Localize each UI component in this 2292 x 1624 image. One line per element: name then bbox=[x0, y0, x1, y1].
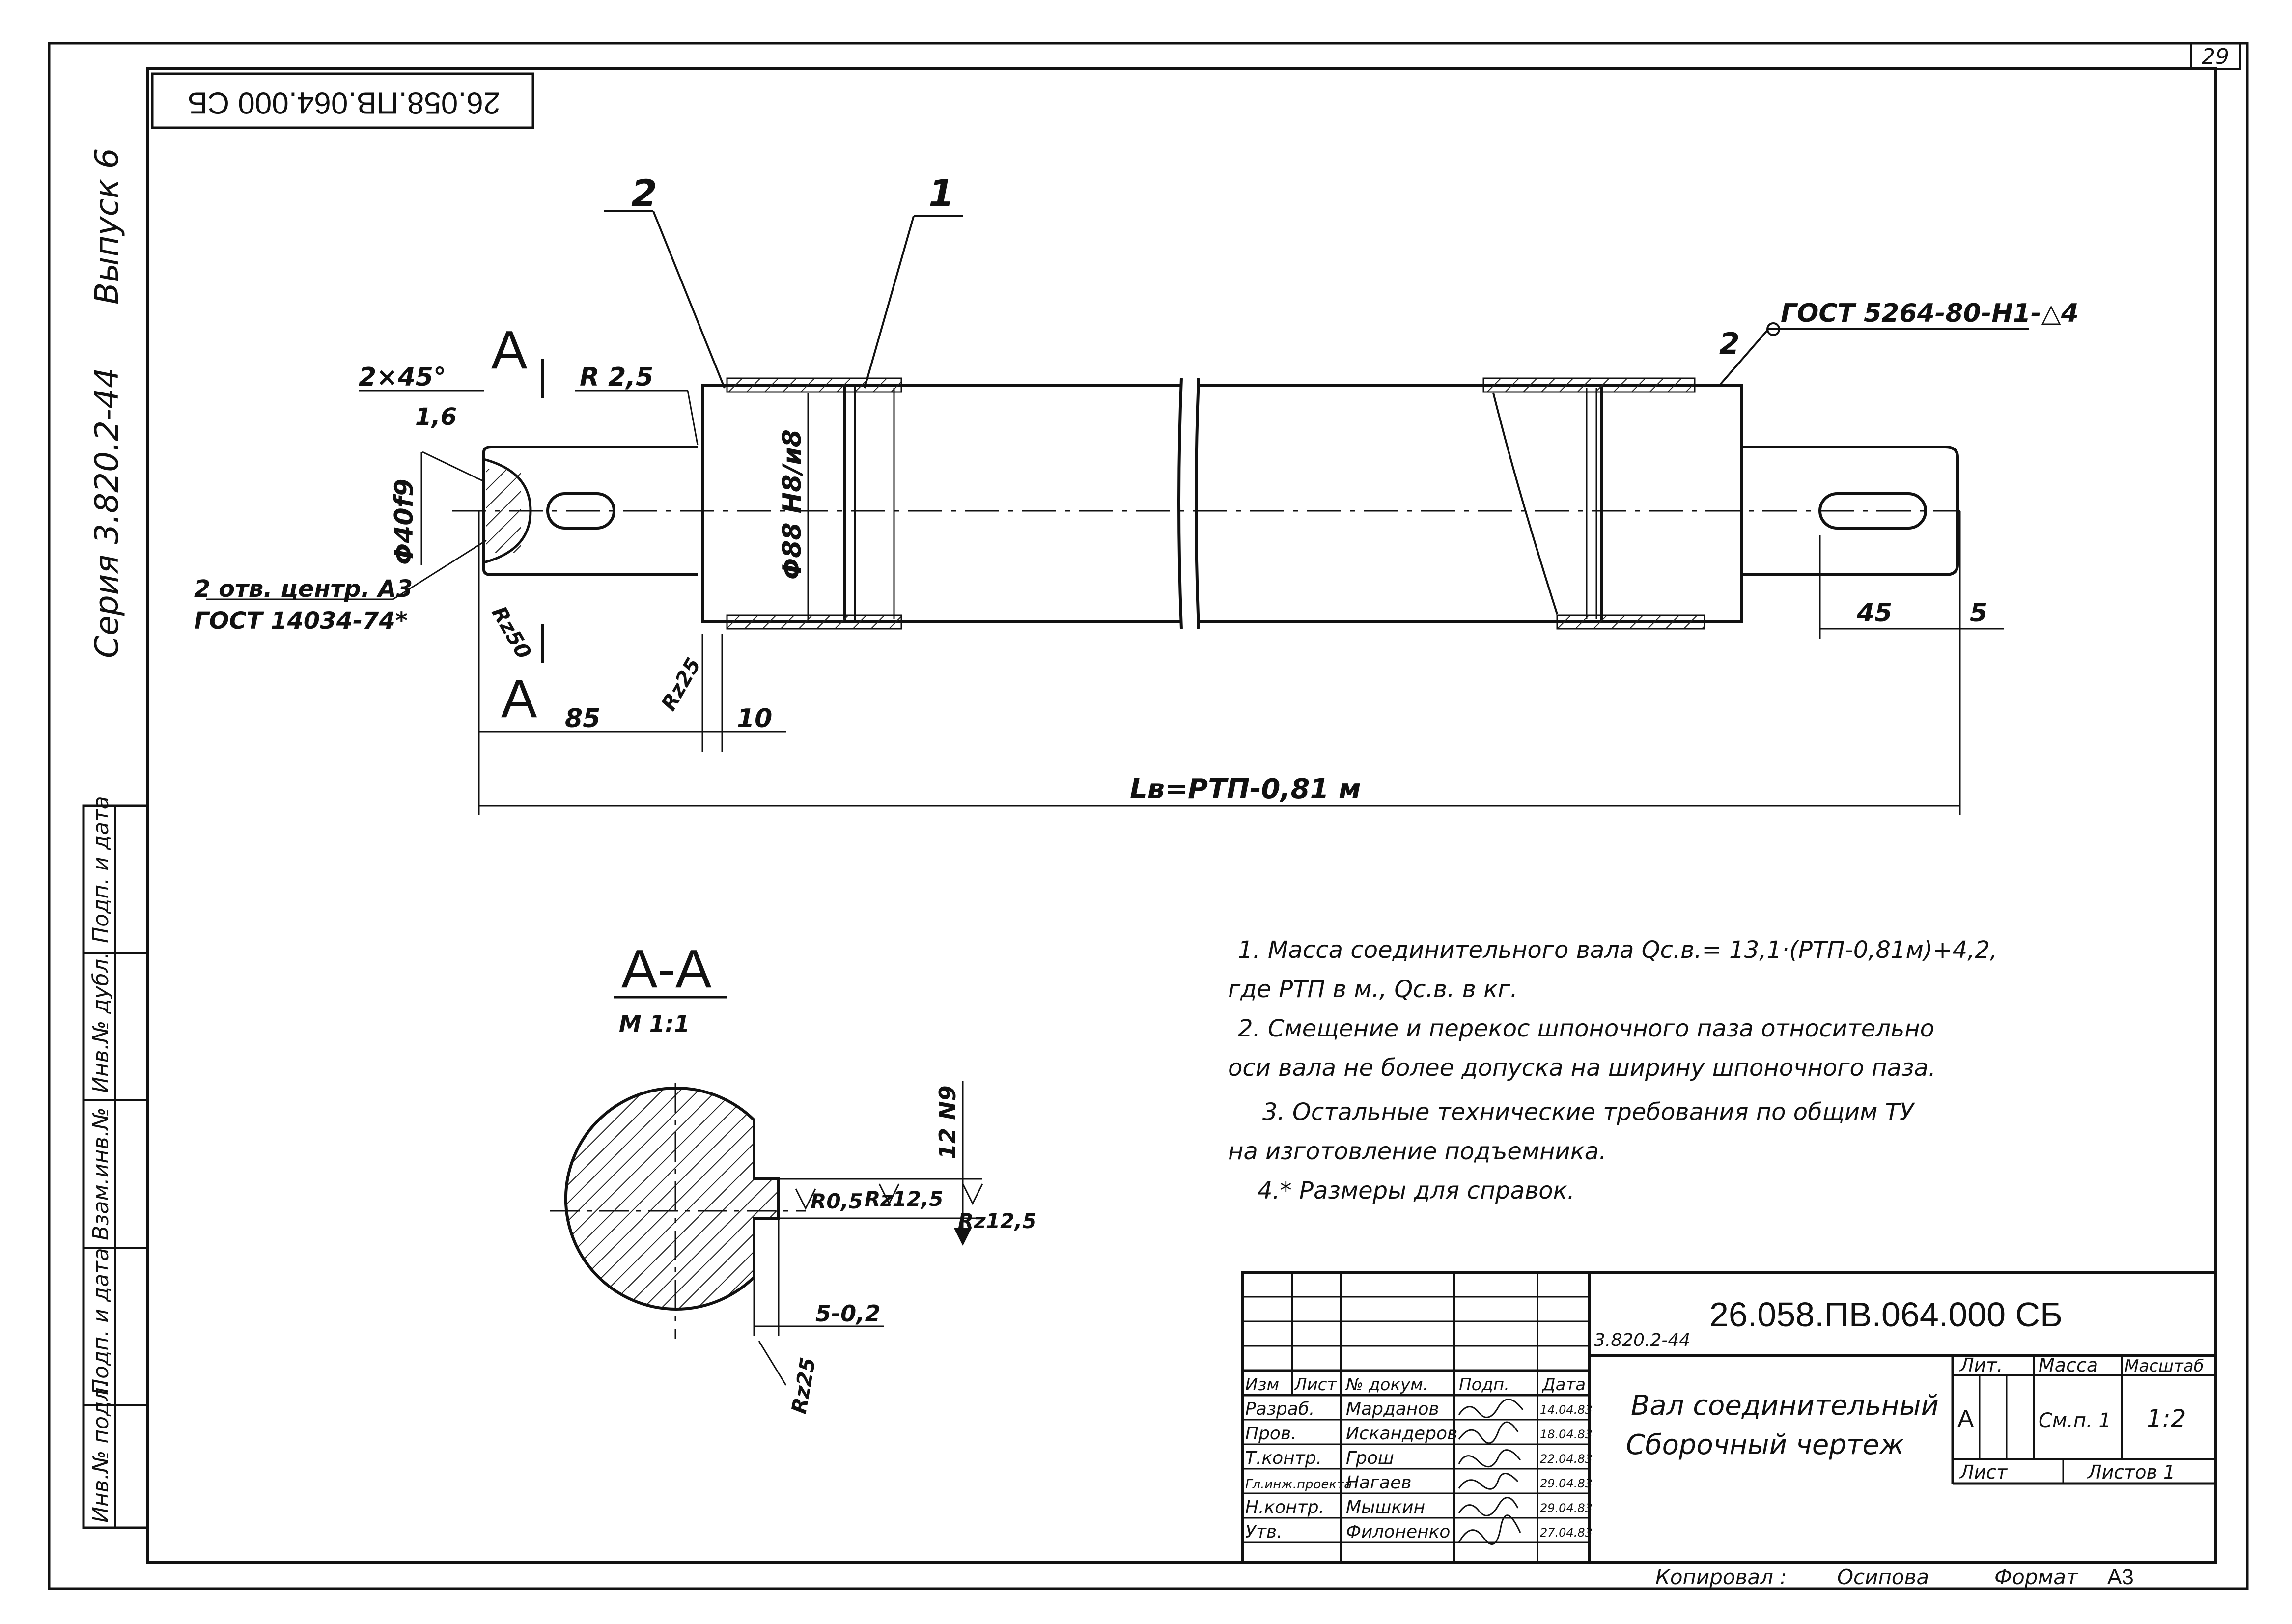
position-1: 1 bbox=[928, 171, 954, 215]
tb-scale-value: 1:2 bbox=[2147, 1404, 2186, 1433]
tb-date-5: 29.04.83 bbox=[1540, 1501, 1593, 1515]
tb-scale-label: Масштаб bbox=[2124, 1356, 2204, 1376]
technical-notes: 1. Масса соединительного вала Qс.в.= 13,… bbox=[1228, 936, 1997, 1204]
weld-spec: ГОСТ 5264-80-Н1-△4 bbox=[1781, 299, 2079, 328]
tb-header-list: Лист bbox=[1293, 1375, 1337, 1395]
dim-roughness-16: 1,6 bbox=[415, 403, 457, 431]
dim-85: 85 bbox=[565, 704, 600, 733]
weld-position: 2 bbox=[1719, 327, 1740, 361]
tb-date-4: 29.04.83 bbox=[1540, 1477, 1593, 1490]
dim-shaft-end-dia: Φ40f9 bbox=[390, 479, 419, 565]
shaft-assembly bbox=[452, 378, 1960, 629]
tb-name-5: Мышкин bbox=[1346, 1497, 1425, 1517]
tb-date-2: 18.04.83 bbox=[1540, 1428, 1593, 1441]
tb-role-2: Пров. bbox=[1245, 1424, 1297, 1444]
title-block bbox=[1241, 1271, 2217, 1564]
dim-radius: R 2,5 bbox=[580, 363, 653, 392]
tb-name-3: Грош bbox=[1346, 1448, 1394, 1468]
margin-field-5: Подп. и дата bbox=[88, 796, 113, 943]
weld-hatching bbox=[726, 377, 1705, 630]
tb-rows: Разраб. Марданов 14.04.83 Пров. Искандер… bbox=[1245, 1399, 1593, 1542]
section-r05: R0,5 bbox=[811, 1189, 863, 1213]
issue-label: Выпуск 6 bbox=[88, 148, 126, 305]
tb-series: 3.820.2-44 bbox=[1594, 1330, 1690, 1350]
tb-name-2: Искандеров bbox=[1346, 1424, 1457, 1444]
page-number: 29 bbox=[2202, 44, 2229, 69]
section-scale: М 1:1 bbox=[619, 1010, 690, 1037]
section-mark-bottom: А bbox=[501, 669, 537, 729]
tb-mass-value: См.п. 1 bbox=[2039, 1409, 2111, 1432]
note-line-7: 4.* Размеры для справок. bbox=[1258, 1177, 1575, 1204]
tb-lit-value: А bbox=[1957, 1405, 1974, 1432]
signature-scribbles bbox=[1458, 1399, 1524, 1545]
dim-45: 45 bbox=[1856, 598, 1892, 628]
tb-header-doc: № докум. bbox=[1345, 1375, 1428, 1395]
margin-field-1: Инв.№ подл. bbox=[88, 1380, 113, 1523]
outer-border bbox=[48, 42, 2249, 1590]
position-2: 2 bbox=[631, 171, 657, 215]
tb-header-izm: Изм bbox=[1245, 1375, 1279, 1395]
dim-center-holes-2: ГОСТ 14034-74* bbox=[194, 607, 408, 635]
dimension-lines bbox=[206, 390, 2004, 815]
tb-name-line-1: Вал соединительный bbox=[1631, 1390, 1939, 1422]
tb-role-6: Утв. bbox=[1245, 1522, 1283, 1542]
note-line-4: оси вала не более допуска на ширину шпон… bbox=[1228, 1054, 1936, 1082]
section-title: А-А bbox=[621, 939, 712, 999]
position-leaders bbox=[604, 210, 2029, 389]
dim-5: 5 bbox=[1970, 598, 1987, 628]
section-mark-top: А bbox=[491, 320, 528, 380]
copied-label: Копировал : bbox=[1655, 1565, 1787, 1589]
tb-date-3: 22.04.83 bbox=[1540, 1452, 1593, 1466]
left-stamp-column: Подп. и дата Инв.№ дубл. Взам.инв.№ Подп… bbox=[82, 796, 149, 1529]
tb-role-1: Разраб. bbox=[1245, 1399, 1314, 1419]
note-line-6: на изготовление подъемника. bbox=[1228, 1138, 1606, 1165]
dim-body-dia: Φ88 H8/и8 bbox=[778, 429, 807, 580]
note-line-2: где РТП в м., Qс.в. в кг. bbox=[1228, 976, 1518, 1003]
tb-sheets-label: Листов 1 bbox=[2087, 1461, 2175, 1483]
section-depth: 5-0,2 bbox=[815, 1300, 881, 1327]
stamp-box bbox=[151, 72, 534, 129]
stamp-code: 26.058.ПВ.064.000 СБ bbox=[188, 86, 501, 120]
tb-name-6: Филоненко bbox=[1346, 1522, 1450, 1542]
tb-lit-label: Лит. bbox=[1959, 1354, 2003, 1376]
dim-center-holes-1: 2 отв. центр. А3 bbox=[194, 575, 413, 603]
dim-chamfer: 2×45° bbox=[359, 363, 446, 392]
tb-mass-label: Масса bbox=[2039, 1354, 2098, 1376]
tb-name-4: Нагаев bbox=[1346, 1473, 1411, 1493]
tb-name-1: Марданов bbox=[1346, 1399, 1439, 1419]
tb-header-date: Дата bbox=[1541, 1375, 1586, 1395]
tb-role-3: Т.контр. bbox=[1245, 1448, 1322, 1468]
section-rz25: Rz25 bbox=[787, 1356, 820, 1416]
format-label: Формат bbox=[1994, 1565, 2079, 1589]
section-key-width: 12 N9 bbox=[934, 1085, 961, 1159]
copied-name: Осипова bbox=[1837, 1565, 1929, 1589]
series-label: Серия 3.820.2-44 bbox=[88, 367, 126, 658]
page-number-box bbox=[2190, 42, 2241, 70]
dim-10: 10 bbox=[737, 704, 772, 733]
dim-rz25: Rz25 bbox=[656, 654, 705, 715]
section-view bbox=[550, 1081, 983, 1386]
tb-code: 26.058.ПВ.064.000 СБ bbox=[1709, 1295, 2063, 1334]
margin-field-4: Инв.№ дубл. bbox=[88, 952, 113, 1093]
drawing-frame bbox=[146, 67, 2217, 1564]
format-value: А3 bbox=[2107, 1565, 2134, 1589]
tb-header-sign: Подп. bbox=[1459, 1375, 1509, 1395]
section-rz125-b: Rz12,5 bbox=[958, 1209, 1036, 1233]
tb-date-6: 27.04.83 bbox=[1540, 1526, 1593, 1540]
section-rz125-a: Rz12,5 bbox=[865, 1187, 943, 1211]
tb-sheet-label: Лист bbox=[1959, 1461, 2008, 1483]
dim-overall-length: Lв=РТП-0,81 м bbox=[1130, 773, 1361, 805]
margin-field-2: Подп. и дата bbox=[88, 1248, 113, 1395]
margin-field-3: Взам.инв.№ bbox=[88, 1107, 113, 1240]
tb-date-1: 14.04.83 bbox=[1540, 1403, 1593, 1417]
dim-rz50: Rz50 bbox=[487, 602, 536, 663]
tb-name-line-2: Сборочный чертеж bbox=[1626, 1429, 1904, 1461]
note-line-1: 1. Масса соединительного вала Qс.в.= 13,… bbox=[1238, 936, 1997, 964]
note-line-3: 2. Смещение и перекос шпоночного паза от… bbox=[1238, 1015, 1934, 1042]
tb-role-4: Гл.инж.проекта bbox=[1245, 1477, 1352, 1492]
tb-role-5: Н.контр. bbox=[1245, 1497, 1324, 1517]
note-line-5: 3. Остальные технические требования по о… bbox=[1262, 1098, 1915, 1126]
